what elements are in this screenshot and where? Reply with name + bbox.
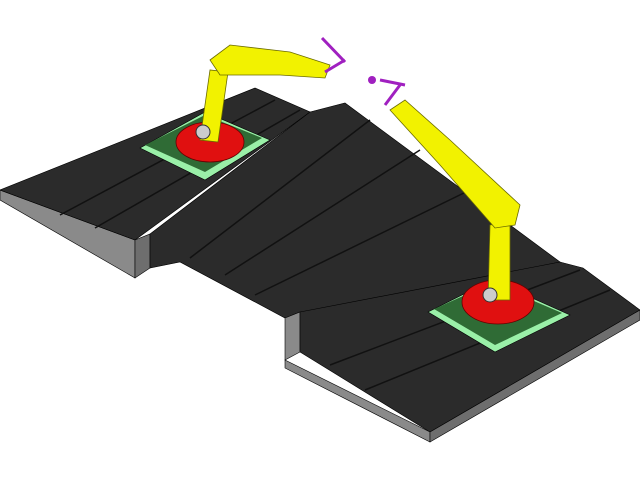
robot-arm-left	[139, 36, 347, 181]
arm-upper-right	[389, 99, 521, 229]
gripper-tip-right	[368, 76, 376, 84]
platform	[0, 87, 640, 443]
arm-upper-left	[209, 44, 331, 79]
step-wall-right	[284, 311, 301, 361]
joint-right	[482, 287, 498, 303]
joint-left	[195, 124, 211, 140]
step-wall-left	[134, 233, 151, 279]
robot-arm-right	[368, 76, 571, 353]
right-plate-front	[429, 309, 640, 443]
gripper-right	[379, 78, 406, 106]
gripper-left	[320, 36, 347, 74]
